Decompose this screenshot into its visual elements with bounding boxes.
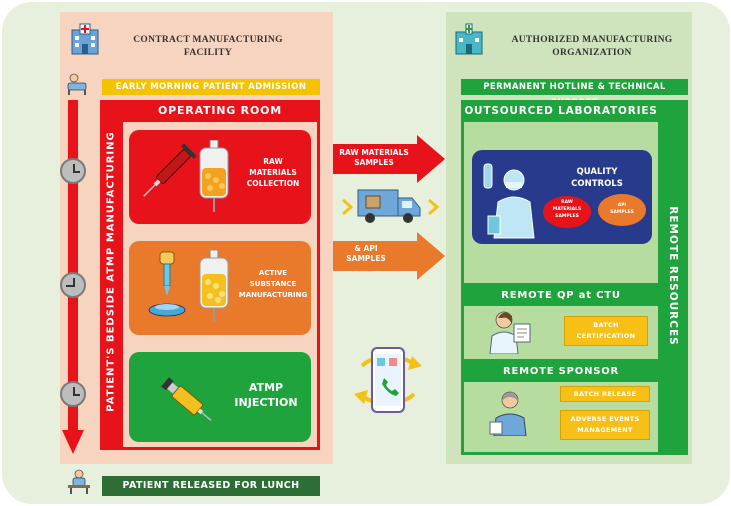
quality-controls-label-line2: CONTROLS xyxy=(571,179,623,189)
admission-banner: EARLY MORNING PATIENT ADMISSION xyxy=(102,79,320,95)
bedside-manufacturing-label: PATIENT'S BEDSIDE ATMP MANUFACTURING xyxy=(105,131,117,412)
api-samples-badge-line1: API xyxy=(617,203,627,208)
atmp-injection-label-line2: INJECTION xyxy=(234,396,298,409)
api-samples-label: & API SAMPLES xyxy=(336,244,396,264)
clock-icon xyxy=(60,272,86,298)
active-substance-label-line3: MANUFACTURING xyxy=(238,291,308,299)
batch-certification-box: BATCH CERTIFICATION xyxy=(564,316,648,346)
organization-building-icon xyxy=(452,22,486,56)
atmp-injection-label-line1: ATMP xyxy=(248,381,284,394)
raw-materials-label-line2: MATERIALS xyxy=(249,168,297,177)
quality-controls-label-line1: QUALITY xyxy=(576,167,618,177)
raw-materials-samples-label-line2: SAMPLES xyxy=(354,158,394,167)
hotline-banner: PERMANENT HOTLINE & TECHNICAL SUPPORT xyxy=(461,79,688,108)
batch-certification-line2: CERTIFICATION xyxy=(576,332,636,340)
adverse-events-line2: MANAGEMENT xyxy=(577,426,633,434)
sponsor-person-icon xyxy=(488,388,532,437)
raw-materials-label-line3: COLLECTION xyxy=(246,179,300,188)
chevron-right-icon xyxy=(426,198,440,216)
atmp-injection-label: ATMP INJECTION xyxy=(228,380,304,410)
quality-controls-label: QUALITY CONTROLS xyxy=(562,166,632,190)
raw-materials-label: RAW MATERIALS COLLECTION xyxy=(240,156,306,189)
remote-resources-label: REMOTE RESOURCES xyxy=(667,206,679,346)
atmp-injection-card xyxy=(129,352,311,442)
batch-release-label: BATCH RELEASE xyxy=(573,389,637,398)
remote-sponsor-title: REMOTE SPONSOR xyxy=(461,362,661,382)
bedside-manufacturing-bar: PATIENT'S BEDSIDE ATMP MANUFACTURING xyxy=(100,100,122,450)
remote-resources-bar: REMOTE RESOURCES xyxy=(660,100,688,455)
raw-materials-samples-label: RAW MATERIALS SAMPLES xyxy=(336,148,412,168)
chevron-right-icon xyxy=(340,198,354,216)
raw-materials-samples-badge-label: RAW MATERIALS SAMPLES xyxy=(543,199,591,220)
contract-facility-title-line2: FACILITY xyxy=(183,48,233,58)
api-samples-arrow xyxy=(333,232,445,280)
blood-bag-icon xyxy=(196,139,232,212)
pipette-icon xyxy=(140,250,190,320)
phone-communication-icon xyxy=(334,344,442,416)
syringe-icon xyxy=(138,138,197,208)
delivery-truck-icon xyxy=(356,184,422,226)
clock-icon xyxy=(60,381,86,407)
api-samples-label-line2: SAMPLES xyxy=(346,254,386,263)
batch-certification-line1: BATCH xyxy=(593,321,619,329)
lab-scientist-icon xyxy=(478,158,538,240)
hospital-icon xyxy=(68,22,102,56)
authorized-org-title-line2: ORGANIZATION xyxy=(552,48,632,58)
raw-materials-samples-label-line1: RAW MATERIALS xyxy=(339,148,409,157)
authorized-org-title-line1: AUTHORIZED MANUFACTURING xyxy=(511,35,673,45)
patient-bed-icon xyxy=(66,72,90,96)
adverse-events-box: ADVERSE EVENTS MANAGEMENT xyxy=(560,410,650,440)
raw-samples-badge-line2: MATERIALS xyxy=(552,207,582,212)
contract-facility-title-line1: CONTRACT MANUFACTURING xyxy=(133,35,283,45)
adverse-events-line1: ADVERSE EVENTS xyxy=(570,415,640,423)
injection-syringe-icon xyxy=(144,360,220,432)
patient-release-banner: PATIENT RELEASED FOR LUNCH xyxy=(102,476,320,496)
contract-facility-title: CONTRACT MANUFACTURING FACILITY xyxy=(108,34,308,60)
qp-person-icon xyxy=(488,308,532,355)
operating-room-title: OPERATING ROOM xyxy=(120,100,320,122)
cell-bag-icon xyxy=(196,249,232,322)
raw-samples-badge-line3: SAMPLES xyxy=(555,214,579,219)
api-samples-badge-line2: SAMPLES xyxy=(610,210,634,215)
api-samples-badge xyxy=(598,194,646,226)
api-samples-label-line1: & API xyxy=(354,244,378,253)
active-substance-label-line1: ACTIVE xyxy=(258,269,288,277)
raw-materials-label-line1: RAW xyxy=(263,157,283,166)
active-substance-label-line2: SUBSTANCE xyxy=(249,280,297,288)
outsourced-labs-title: OUTSOURCED LABORATORIES xyxy=(461,100,661,122)
raw-samples-badge-line1: RAW xyxy=(561,200,573,205)
remote-qp-title: REMOTE QP at CTU xyxy=(461,286,661,306)
api-samples-badge-label: API SAMPLES xyxy=(598,202,646,216)
raw-materials-samples-arrow xyxy=(333,135,445,183)
patient-lunch-icon xyxy=(66,468,92,494)
clock-icon xyxy=(60,158,86,184)
raw-materials-samples-badge xyxy=(543,196,591,228)
timeline-arrow xyxy=(62,100,84,455)
batch-release-box: BATCH RELEASE xyxy=(560,386,650,402)
active-substance-label: ACTIVE SUBSTANCE MANUFACTURING xyxy=(238,268,308,301)
authorized-org-title: AUTHORIZED MANUFACTURING ORGANIZATION xyxy=(492,34,692,60)
